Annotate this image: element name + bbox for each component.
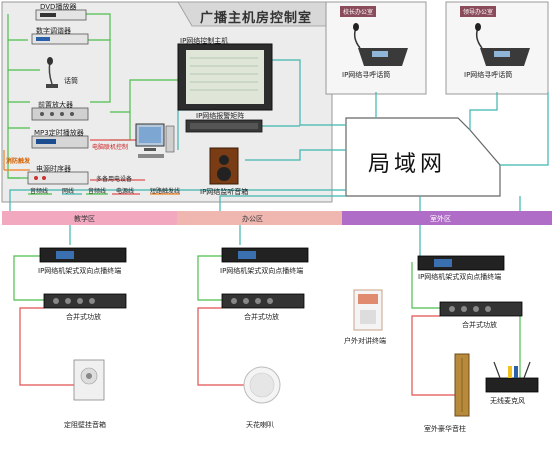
wire-legend-audio-1: 音频线 <box>30 188 49 195</box>
teaching-terminal-device <box>39 247 127 263</box>
principal-paging-mic-device <box>353 23 408 66</box>
office-wires <box>375 92 549 166</box>
zone-bar-office <box>177 211 342 225</box>
dvd-player-device <box>35 9 87 21</box>
wire-legend-network: 网线 <box>62 188 75 195</box>
host-label: IP网络控制主机 <box>180 37 229 45</box>
aux-power-label: 多备用电设备 <box>96 176 133 183</box>
pc-link-label: 电脑联机控制 <box>92 144 129 151</box>
teaching-wall-speaker-device <box>73 359 105 401</box>
alarm-matrix-label: IP网络报警矩阵 <box>196 112 245 120</box>
fire-alarm-label: 消防触发 <box>6 158 31 165</box>
mic-label: 话筒 <box>64 77 78 85</box>
gooseneck-mic-device <box>46 57 58 88</box>
wireless-mic-label: 无线麦克风 <box>490 397 525 405</box>
office-terminal-device <box>221 247 309 263</box>
outdoor-amp-label: 合并式功放 <box>462 321 497 329</box>
zone-bar-teaching <box>2 211 177 225</box>
tuner-label: 数字调谐器 <box>36 27 71 35</box>
wireless-mic-device <box>485 361 539 393</box>
tuner-device <box>31 33 89 45</box>
office-ceiling-speaker-device <box>243 366 281 404</box>
control-room-title: 广播主机房控制室 <box>200 11 313 26</box>
office-amp-device <box>221 293 305 309</box>
office-speaker-label: 天花喇叭 <box>246 421 274 429</box>
leader-paging-mic-device <box>475 23 530 66</box>
teaching-terminal-label: IP网络机架式双向点播终端 <box>38 267 122 275</box>
zone-bar-outdoor <box>342 211 552 225</box>
dvd-label: DVD播放器 <box>40 3 77 11</box>
lan-zone-wires <box>9 189 521 256</box>
ip-alarm-matrix-device <box>185 119 263 133</box>
wire-legend-audio-2: 音频线 <box>88 188 107 195</box>
ip-monitor-speaker-device <box>209 147 239 185</box>
outdoor-amp-device <box>439 301 523 317</box>
outdoor-column-speaker-device <box>454 353 470 417</box>
office-terminal-label: IP网络机架式双向点播终端 <box>220 267 304 275</box>
principal-office-tag: 校长办公室 <box>340 6 377 17</box>
preamp-device <box>31 107 89 121</box>
ip-control-host-device <box>177 43 273 111</box>
outdoor-intercom-device <box>353 289 383 331</box>
zone-internal-wires <box>13 255 521 396</box>
leader-paging-mic-label: IP网络寻呼话筒 <box>464 71 513 79</box>
principal-paging-mic-label: IP网络寻呼话筒 <box>342 71 391 79</box>
power-sequencer-device <box>27 171 89 185</box>
zone-label-teaching: 教学区 <box>74 215 95 223</box>
mp3-label: MP3定时播放器 <box>34 129 84 137</box>
teaching-amp-label: 合并式功放 <box>66 313 101 321</box>
wire-legend-trigger: 短路触发线 <box>150 188 181 195</box>
preamp-label: 前置放大器 <box>38 101 73 109</box>
teaching-speaker-label: 定阻壁挂音箱 <box>64 421 106 429</box>
outdoor-terminal-device <box>417 255 505 271</box>
leader-office-tag: 领导办公室 <box>460 6 497 17</box>
mp3-timer-device <box>31 135 89 149</box>
outdoor-column-label: 室外豪华音柱 <box>424 425 466 433</box>
pc-computer-device <box>135 123 175 158</box>
zone-label-office: 办公区 <box>242 215 263 223</box>
zone-label-outdoor: 室外区 <box>430 215 451 223</box>
wire-legend-power: 电源线 <box>116 188 135 195</box>
lan-label: 局域网 <box>368 152 447 177</box>
office-amp-label: 合并式功放 <box>244 313 279 321</box>
monitor-speaker-label: IP网络监听音箱 <box>200 188 249 196</box>
sequencer-label: 电源时序器 <box>36 165 71 173</box>
outdoor-terminal-label: IP网络机架式双向点播终端 <box>418 273 502 281</box>
outdoor-intercom-label: 户外对讲终端 <box>344 337 386 345</box>
teaching-amp-device <box>43 293 127 309</box>
